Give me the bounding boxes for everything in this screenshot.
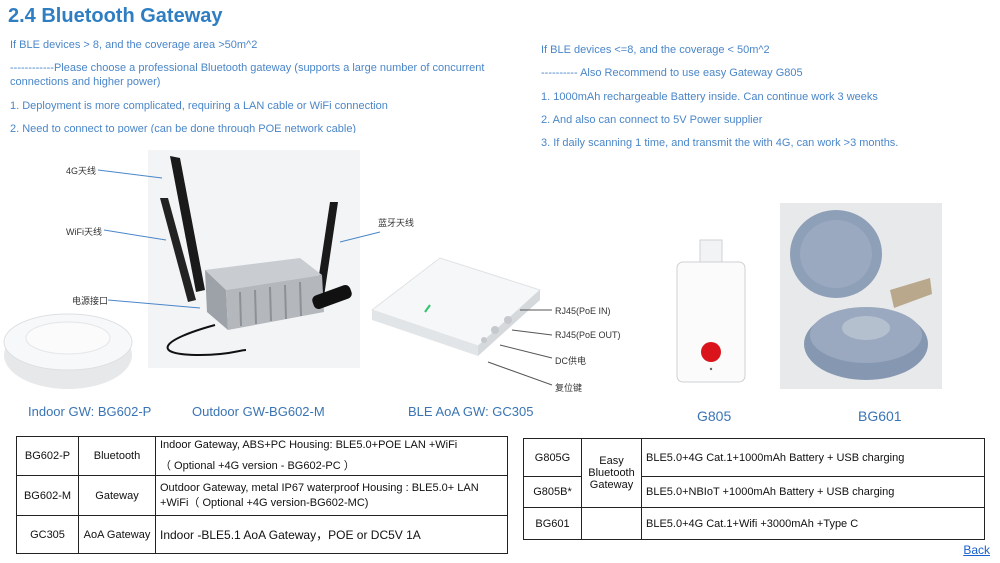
desc-cell: Outdoor Gateway, metal IP67 waterproof H… [155,475,508,516]
table-row: G805B* BLE5.0+NBIoT +1000mAh Battery + U… [523,476,985,508]
right-point-2: 2. And also can connect to 5V Power supp… [541,114,763,126]
model-cell: BG602-P [16,436,79,476]
table-row: BG602-M Gateway Outdoor Gateway, metal I… [16,475,508,516]
label-4g-antenna: 4G天线 [66,166,97,176]
spec-table-left: BG602-P Bluetooth Indoor Gateway, ABS+PC… [16,436,508,554]
caption-aoa: BLE AoA GW: GC305 [408,404,534,419]
caption-g805: G805 [697,408,732,424]
caption-bg601: BG601 [858,408,902,424]
label-reset-key: 复位键 [555,383,583,393]
right-condition: If BLE devices <=8, and the coverage < 5… [541,44,770,56]
spec-table-right: G805G Easy Bluetooth Gateway BLE5.0+4G C… [523,438,985,540]
type-cell: AoA Gateway [78,515,156,554]
desc-cell: Indoor -BLE5.1 AoA Gateway，POE or DC5V 1… [155,515,508,554]
label-wifi-antenna: WiFi天线 [66,227,102,237]
table-row: G805G Easy Bluetooth Gateway BLE5.0+4G C… [523,438,985,508]
label-rj45-in: RJ45(PoE IN) [555,306,611,316]
table-row: BG601 BLE5.0+4G Cat.1+Wifi +3000mAh +Typ… [523,507,985,540]
outdoor-gateway-image [160,156,352,357]
table-row: BG602-P Bluetooth Indoor Gateway, ABS+PC… [16,436,508,476]
indoor-gateway-image [3,313,133,389]
desc-cell: Indoor Gateway, ABS+PC Housing: BLE5.0+P… [155,436,508,476]
left-condition: If BLE devices > 8, and the coverage are… [10,39,258,51]
callout-lines [97,169,381,309]
right-point-1: 1. 1000mAh rechargeable Battery inside. … [541,91,878,103]
product-photos [3,150,942,389]
label-power-port: 电源接口 [72,296,109,306]
model-cell: GC305 [16,515,79,554]
desc-cell: BLE5.0+4G Cat.1+1000mAh Battery + USB ch… [641,438,985,477]
bg601-image [790,210,932,380]
right-point-3: 3. If daily scanning 1 time, and transmi… [541,137,899,149]
model-cell: G805B* [523,476,582,508]
g805-image [676,239,746,383]
desc-line: Indoor Gateway, ABS+PC Housing: BLE5.0+P… [160,439,458,451]
aoa-gateway-image [370,257,541,356]
type-cell: Gateway [78,475,156,516]
model-cell: BG601 [523,507,582,540]
caption-indoor: Indoor GW: BG602-P [28,404,152,419]
desc-cell: BLE5.0+4G Cat.1+Wifi +3000mAh +Type C [641,507,985,540]
desc-line: （ Optional +4G version - BG602-PC ） [160,460,355,472]
left-recommend: ------------Please choose a professional… [10,62,485,88]
back-link[interactable]: Back [963,543,990,557]
page-title: 2.4 Bluetooth Gateway [8,5,223,27]
type-cell: Bluetooth [78,436,156,476]
caption-outdoor: Outdoor GW-BG602-M [192,404,325,419]
left-point-1: 1. Deployment is more complicated, requi… [10,100,388,112]
aoa-callout-lines [487,309,553,386]
label-bt-antenna: 蓝牙天线 [378,218,415,228]
label-dc-power: DC供电 [555,356,586,366]
model-cell: BG602-M [16,475,79,516]
left-point-2: 2. Need to connect to power (can be done… [10,123,357,133]
type-cell-empty [581,507,642,540]
desc-cell: BLE5.0+NBIoT +1000mAh Battery + USB char… [641,476,985,508]
table-row: GC305 AoA Gateway Indoor -BLE5.1 AoA Gat… [16,515,508,554]
model-cell: G805G [523,438,582,477]
label-rj45-out: RJ45(PoE OUT) [555,330,621,340]
type-cell: Easy Bluetooth Gateway [581,438,642,508]
right-recommend: ---------- Also Recommend to use easy Ga… [541,67,803,79]
